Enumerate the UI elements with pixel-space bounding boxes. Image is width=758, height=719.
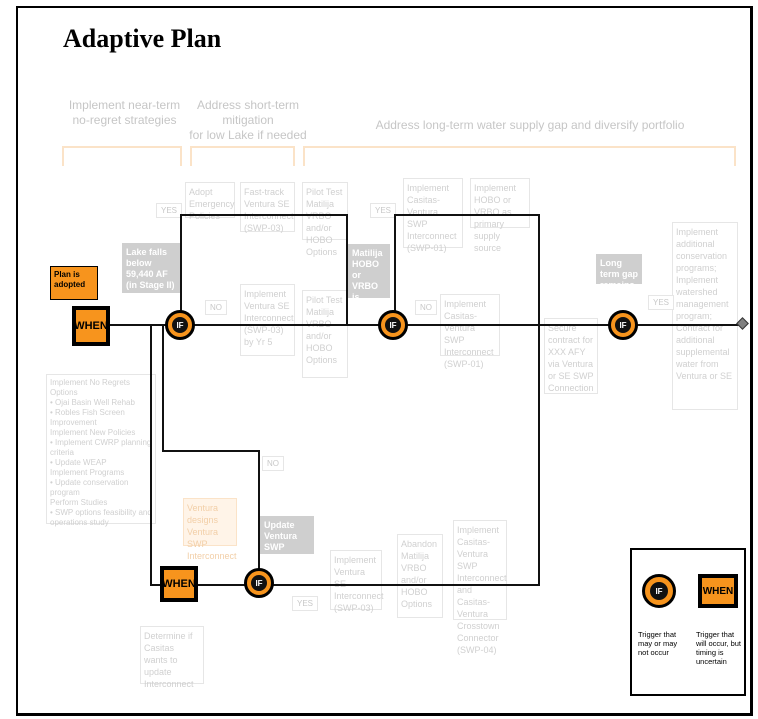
lower-mid-vertical [258,450,260,582]
when-label: WHEN [702,578,734,604]
upper-branch-left [180,214,182,326]
lower-drop-2 [162,324,164,452]
if-label: IF [385,317,401,333]
if-node: IF [378,310,408,340]
if-label: IF [172,317,188,333]
lower-mid-horizontal [162,450,260,452]
figure-frame [16,6,753,716]
condition-hobo-feasible: Matilija HOBO or VRBO is feasible [348,244,390,313]
action-box: Pilot Test Matilija VRBO and/or HOBO Opt… [302,290,348,378]
condition-long-term-gap: Long term gap remains [596,254,642,290]
header-long-term: Address long-term water supply gap and d… [375,118,685,132]
action-box: Implement Ventura SE Interconnect (SWP-0… [240,284,295,356]
condition-update-interconnect: Update Ventura SWP Interconnect [260,516,318,563]
upper-branch-right [346,214,348,326]
yes-tag: YES [292,596,319,611]
when-node: WHEN [160,566,198,602]
condition-lake-falls: Lake falls below 59,440 AF (in Stage II) [122,243,180,293]
action-box: Implement Casitas-Ventura SWP Interconne… [453,520,507,655]
yes-tag: YES [648,295,675,310]
action-box: Abandon Matilija VRBO and/or HOBO Option… [397,534,443,618]
action-box: Secure contract for XXX AFY via Ventura … [544,318,598,394]
if-node: IF [244,568,274,598]
action-box: Pilot Test Matilija VRBO and/or HOBO Opt… [302,182,348,257]
action-box: Determine if Casitas wants to update Int… [140,626,204,689]
bottom-flow-line [150,584,540,586]
no-regret-list: Implement No Regrets Options • Ojai Basi… [46,374,156,527]
no-tag: NO [415,300,437,315]
action-box: Adopt Emergency Policies [185,182,235,221]
yes-tag: YES [156,203,183,218]
action-box: Implement HOBO or VRBO as primary supply… [470,178,530,253]
no-tag: NO [262,456,284,471]
long-branch-right [538,214,540,586]
when-label: WHEN [74,310,108,342]
legend-if-text: Trigger that may or may not occur [638,630,678,657]
second-branch-top [394,214,540,216]
if-label: IF [650,582,668,600]
action-box: Implement additional conservation progra… [672,222,738,410]
action-box: Ventura designs Ventura SWP Interconnect [183,498,237,561]
second-branch-left [394,214,396,326]
header-no-regret: Implement near-term no-regret strategies [68,98,181,127]
yes-tag: YES [370,203,397,218]
no-tag: NO [205,300,227,315]
legend-when-node: WHEN [698,574,738,608]
lower-drop-1 [150,324,152,586]
bracket-1 [62,146,182,166]
if-node: IF [165,310,195,340]
upper-branch-top [180,214,348,216]
plan-adopted-label: Plan is adopted [50,266,98,300]
if-node: IF [608,310,638,340]
if-label: IF [615,317,631,333]
main-flow-line [110,324,742,326]
legend-when-text: Trigger that will occur, but timing is u… [696,630,742,666]
header-short-term: Address short-term mitigation for low La… [189,98,307,142]
if-label: IF [251,575,267,591]
page-title: Adaptive Plan [63,24,222,53]
action-box: Implement Ventura SE Interconnect (SWP-0… [330,550,384,613]
bracket-2 [190,146,295,166]
when-label: WHEN [162,570,196,598]
legend: IF WHEN Trigger that may or may not occu… [630,548,746,696]
action-box: Implement Casitas-Ventura SWP Interconne… [403,178,463,253]
bracket-3 [303,146,736,166]
legend-if-node: IF [642,574,676,608]
action-box: Fast-track Ventura SE Interconnect (SWP-… [240,182,295,233]
when-node: WHEN [72,306,110,346]
